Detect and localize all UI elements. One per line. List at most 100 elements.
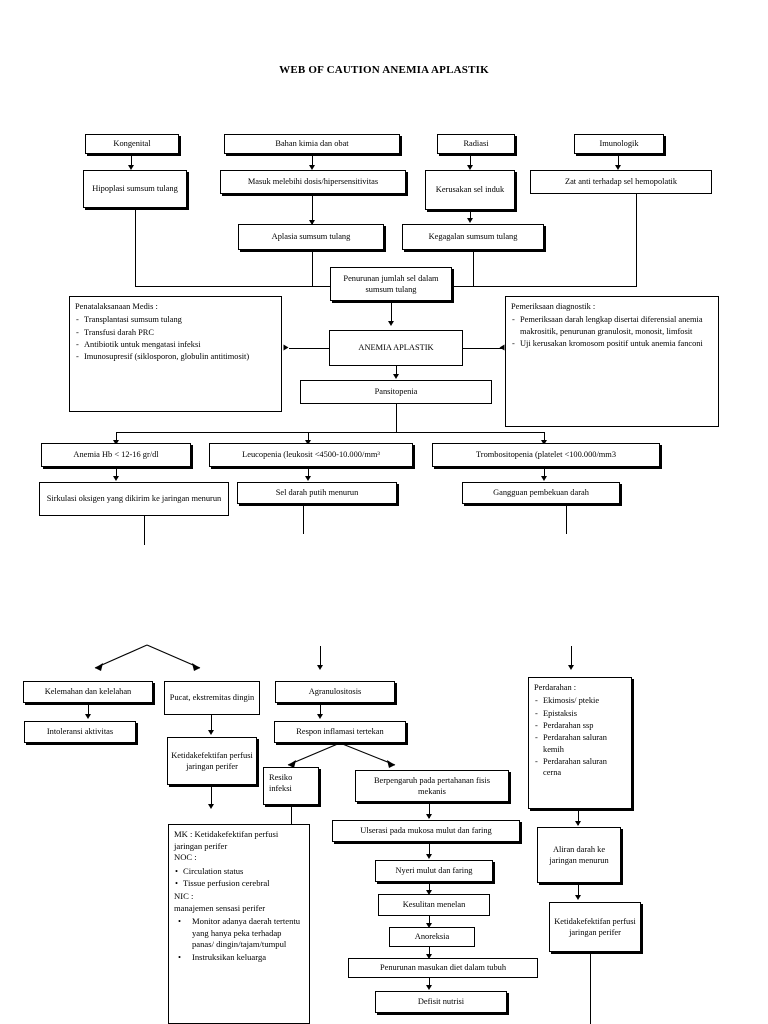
list-item: Circulation status [174, 866, 304, 878]
list-item: Transplantasi sumsum tulang [75, 314, 276, 326]
perdarahan-list: Ekimosis/ ptekie Epistaksis Perdarahan s… [534, 695, 626, 778]
node-respon-inflamasi: Respon inflamasi tertekan [274, 721, 406, 743]
connector [578, 809, 579, 825]
arrowhead [317, 714, 323, 719]
node-pansitopenia: Pansitopenia [300, 380, 492, 404]
connector [116, 432, 117, 442]
node-kerusakan-sel: Kerusakan sel induk [425, 170, 515, 210]
node-sirkulasi-oksigen: Sirkulasi oksigen yang dikirim ke jaring… [39, 482, 229, 516]
mk-line-1: MK : Ketidakefektifan perfusi jaringan p… [174, 829, 279, 851]
arrowhead [615, 165, 621, 170]
connector [429, 947, 430, 956]
list-item: Perdarahan saluran kemih [534, 732, 626, 755]
connector [544, 467, 545, 479]
arrowhead [309, 165, 315, 170]
connector [473, 250, 474, 286]
connector [211, 715, 212, 733]
connector [636, 194, 637, 286]
node-intoleransi-aktivitas: Intoleransi aktivitas [24, 721, 136, 743]
arrowhead [568, 665, 574, 670]
node-penurunan-masukan: Penurunan masukan diet dalam tubuh [348, 958, 538, 978]
node-berpengaruh: Berpengaruh pada pertahanan fisis mekani… [355, 770, 509, 802]
page-title: WEB OF CAUTION ANEMIA APLASTIK [279, 64, 489, 76]
connector [88, 703, 89, 717]
arrowhead [113, 440, 119, 445]
list-item: Tissue perfusion cerebral [174, 878, 304, 890]
connector [470, 210, 471, 219]
connector [618, 154, 619, 168]
connector [544, 432, 545, 442]
node-penurunan-jumlah-sel: Penurunan jumlah sel dalam sumsum tulang [330, 267, 452, 301]
connector [135, 208, 136, 286]
node-perdarahan: Perdarahan : Ekimosis/ ptekie Epistaksis… [528, 677, 632, 809]
arrowhead [575, 895, 581, 900]
list-item: Pemeriksaan darah lengkap disertai difer… [511, 314, 713, 337]
branch-connectors-2 [287, 742, 396, 768]
connector [312, 194, 313, 226]
node-ulserasi: Ulserasi pada mukosa mulut dan faring [332, 820, 520, 842]
node-zat-anti: Zat anti terhadap sel hemopolatik [530, 170, 712, 194]
arrowhead [85, 714, 91, 719]
connector [303, 504, 304, 534]
node-kegagalan: Kegagalan sumsum tulang [402, 224, 544, 250]
node-radiasi: Radiasi [437, 134, 515, 154]
branch-connectors [94, 644, 201, 671]
arrowhead [113, 476, 119, 481]
node-kongenital: Kongenital [85, 134, 179, 154]
node-pemeriksaan-diagnostik: Pemeriksaan diagnostik : Pemeriksaan dar… [505, 296, 719, 427]
connector [289, 348, 329, 349]
node-pucat: Pucat, ekstremitas dingin [164, 681, 260, 715]
connector [429, 882, 430, 892]
connector [131, 154, 132, 168]
node-trombositopenia: Trombositopenia (platelet <100.000/mm3 [432, 443, 660, 467]
list-item: Perdarahan ssp [534, 720, 626, 732]
node-aplasia: Aplasia sumsum tulang [238, 224, 384, 250]
node-agranulositosis: Agranulositosis [275, 681, 395, 703]
node-resiko-infeksi: Resiko infeksi [263, 767, 319, 805]
connector [429, 916, 430, 925]
arrowhead [305, 476, 311, 481]
node-ketidakefektifan-perfusi-2: Ketidakefektifan perfusi jaringan perife… [549, 902, 641, 952]
node-defisit-nutrisi: Defisit nutrisi [375, 991, 507, 1013]
arrowhead [317, 665, 323, 670]
connector [429, 978, 430, 987]
pemeriksaan-heading: Pemeriksaan diagnostik : [511, 302, 596, 311]
node-nyeri-mulut: Nyeri mulut dan faring [375, 860, 493, 882]
node-bahan-kimia: Bahan kimia dan obat [224, 134, 400, 154]
list-item: Antibiotik untuk mengatasi infeksi [75, 339, 276, 351]
node-anoreksia: Anoreksia [389, 927, 475, 947]
arrowhead [426, 923, 432, 928]
connector [308, 432, 309, 442]
mk-noc-list: Circulation status Tissue perfusion cere… [174, 866, 304, 890]
node-penatalaksanaan-medis: Penatalaksanaan Medis : Transplantasi su… [69, 296, 282, 412]
arrowhead [393, 374, 399, 379]
connector [391, 301, 392, 323]
node-masuk-melebihi: Masuk melebihi dosis/hipersensitivitas [220, 170, 406, 194]
arrowhead [208, 804, 214, 809]
arrowhead [388, 321, 394, 326]
connector [470, 154, 471, 168]
list-item: Instruksikan keluarga [174, 952, 304, 964]
arrowhead [467, 165, 473, 170]
pemeriksaan-list: Pemeriksaan darah lengkap disertai difer… [511, 314, 713, 349]
mk-line-manajemen: manajemen sensasi perifer [174, 902, 266, 913]
list-item: Perdarahan saluran cerna [534, 756, 626, 779]
connector [566, 504, 567, 534]
arrowhead [283, 344, 289, 351]
connector [308, 467, 309, 479]
node-kesulitan-menelan: Kesulitan menelan [378, 894, 490, 916]
arrowhead [426, 985, 432, 990]
connector [312, 154, 313, 168]
arrowhead [499, 344, 505, 351]
penatalaksanaan-list: Transplantasi sumsum tulang Transfusi da… [75, 314, 276, 363]
node-gangguan-pembekuan: Gangguan pembekuan darah [462, 482, 620, 504]
node-ketidakefektifan-perfusi-1: Ketidakefektifan perfusi jaringan perife… [167, 737, 257, 785]
connector [116, 432, 544, 433]
connector [116, 467, 117, 479]
list-item: Uji kerusakan kromosom positif untuk ane… [511, 338, 713, 350]
list-item: Ekimosis/ ptekie [534, 695, 626, 707]
connector [312, 250, 313, 286]
connector [429, 842, 430, 856]
connector [396, 366, 397, 376]
list-item: Epistaksis [534, 708, 626, 720]
